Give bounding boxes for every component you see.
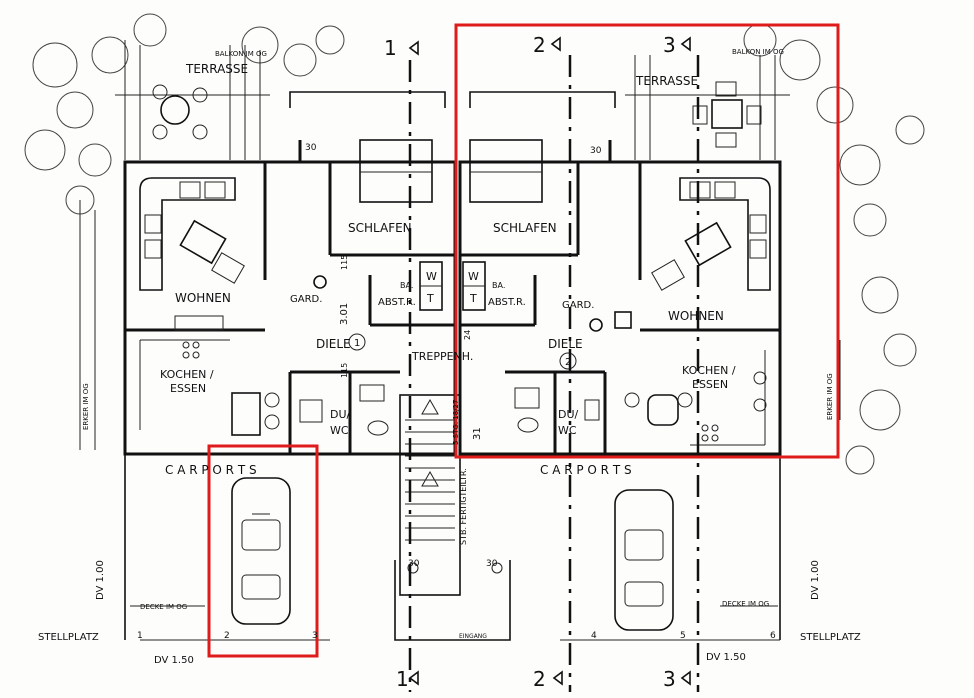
label-stellplatz-right: STELLPLATZ: [800, 632, 861, 643]
kitchen-right: [624, 350, 767, 446]
label-wohnen-right: WOHNEN: [668, 309, 724, 323]
label-dim-115b: 115: [340, 363, 349, 378]
label-ba-right: BA.: [492, 281, 505, 290]
stall-1: 1: [137, 631, 143, 641]
terrace-right-hatch: [625, 55, 790, 160]
label-diele-right: DIELE: [548, 337, 583, 351]
label-dim-30-a: 30: [305, 143, 317, 153]
label-wc-right: WC: [558, 424, 577, 437]
section-3-bottom: 3: [663, 667, 676, 691]
label-wohnen-left: WOHNEN: [175, 291, 231, 305]
living-furniture-left: [139, 177, 245, 331]
diele-circle-left: [348, 333, 366, 351]
label-stb: STB. FERTIGTEILTR.: [459, 468, 468, 545]
stall-3: 3: [312, 631, 318, 641]
label-t-right: T: [469, 292, 477, 305]
label-ba-left: BA.: [400, 281, 413, 290]
label-gard-left: GARD.: [290, 294, 322, 305]
socket-box-right: [614, 311, 632, 329]
section-3-top: 3: [663, 33, 676, 57]
label-dim-30-b: 30: [590, 146, 602, 156]
carport-stall-2-highlight: [207, 444, 319, 658]
label-diele-right-num: 2: [565, 357, 571, 368]
label-balkon-right: BALKON IM OG: [732, 48, 784, 56]
label-dim-30-d: 30: [486, 559, 498, 569]
diele-circle-right: [559, 352, 577, 370]
label-w-right: W: [468, 270, 479, 283]
trees-left: [24, 13, 345, 215]
label-t-left: T: [426, 292, 434, 305]
wt-box-left: [419, 261, 443, 311]
label-dim-115a: 115: [340, 255, 349, 270]
label-du-left: DU/: [330, 408, 351, 421]
label-decke-right: DECKE IM OG: [722, 600, 769, 608]
car-stall-5: [614, 489, 674, 631]
label-terrasse-right: TERRASSE: [635, 74, 698, 88]
label-carports-right: C A R P O R T S: [540, 463, 632, 477]
bath-fixtures-right: [514, 387, 600, 433]
label-balkon-left: BALKON IM OG: [215, 50, 267, 58]
label-dv150-left: DV 1.50: [154, 655, 194, 666]
label-w-left: W: [426, 270, 437, 283]
label-carports-left: C A R P O R T S: [165, 463, 257, 477]
section-1-bottom: 1: [396, 667, 409, 691]
balcony-outline-right: [469, 91, 616, 108]
label-gard-right: GARD.: [562, 300, 594, 311]
living-furniture-right: [651, 177, 771, 291]
label-treppenh: TREPPENH.: [411, 350, 473, 363]
label-dim-24: 24: [463, 330, 472, 340]
bath-fixtures-left: [299, 384, 389, 436]
stairwell: [394, 394, 511, 641]
terrace-left-hatch: [115, 40, 270, 160]
car-stall-2: [231, 477, 291, 625]
terrace-table-right: [692, 81, 762, 148]
label-stellplatz-left: STELLPLATZ: [38, 632, 99, 643]
wt-box-right: [462, 261, 486, 311]
label-abstr-right: ABST.R.: [488, 297, 526, 308]
carport-outline: [79, 200, 841, 641]
bed-left: [359, 139, 433, 203]
label-kochen-left-1: KOCHEN /: [160, 368, 214, 381]
label-erker-right: ERKER IM OG: [826, 373, 834, 420]
stall-2: 2: [224, 631, 230, 641]
kitchen-left: [139, 339, 280, 436]
label-dv1-left: DV 1.00: [95, 560, 106, 600]
section-2-top: 2: [533, 33, 546, 57]
label-decke-left: DECKE IM OG: [140, 603, 187, 611]
stall-5: 5: [680, 631, 686, 641]
bed-right: [469, 139, 543, 203]
stall-6: 6: [770, 631, 776, 641]
label-dv1-right: DV 1.00: [810, 560, 821, 600]
gard-marker-right: [589, 318, 603, 332]
trees-right: [743, 23, 925, 475]
label-du-right: DU/: [558, 408, 579, 421]
label-dim-301: 3.01: [339, 303, 350, 325]
label-stb-dims: 5 STG. 18/27: [452, 400, 460, 445]
balcony-outline-left: [289, 91, 446, 108]
label-wc-left: WC: [330, 424, 349, 437]
unit-2-walls: [458, 140, 782, 456]
label-dim-30-c: 30: [408, 559, 420, 569]
section-lines: [408, 36, 700, 692]
label-schlafen-right: SCHLAFEN: [493, 221, 557, 235]
label-eingang: EINGANG: [459, 633, 487, 640]
label-kochen-right-1: KOCHEN /: [682, 364, 736, 377]
label-terrasse-left: TERRASSE: [185, 62, 248, 76]
unit-2-highlight: [454, 23, 840, 459]
section-2-bottom: 2: [533, 667, 546, 691]
label-schlafen-left: SCHLAFEN: [348, 221, 412, 235]
section-1-top: 1: [384, 36, 397, 60]
label-kochen-right-2: ESSEN: [692, 378, 728, 391]
label-diele-left-num: 1: [354, 338, 360, 349]
label-diele-left: DIELE: [316, 337, 351, 351]
label-abstr-left: ABST.R.: [378, 297, 416, 308]
label-erker-left: ERKER IM OG: [82, 383, 90, 430]
gard-marker-left: [313, 275, 327, 289]
terrace-table-left: [152, 84, 208, 140]
label-dim-31: 31: [472, 427, 483, 440]
label-kochen-left-2: ESSEN: [170, 382, 206, 395]
label-dv150-right: DV 1.50: [706, 652, 746, 663]
stall-4: 4: [591, 631, 597, 641]
